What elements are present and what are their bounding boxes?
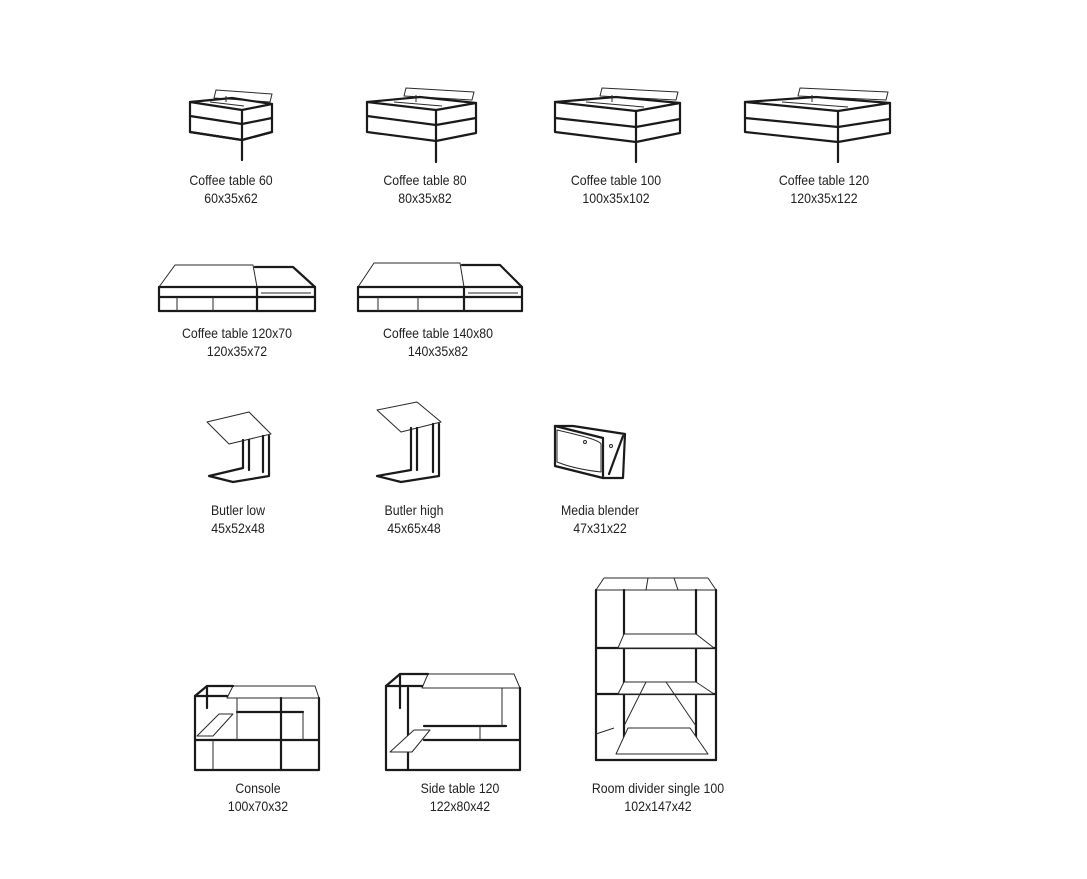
product-dimensions: 120x35x72 <box>206 343 268 359</box>
product-name: Room divider single 100 <box>591 780 725 796</box>
coffee-table-60-drawing <box>186 88 276 163</box>
product-name: Media blender <box>560 502 640 518</box>
room-divider-drawing <box>594 576 720 764</box>
side-table-120-drawing <box>384 672 524 774</box>
product-dimensions: 102x147x42 <box>624 798 692 814</box>
butler-low-drawing <box>205 410 275 484</box>
product-name: Butler low <box>210 502 266 518</box>
console-drawing <box>193 684 323 774</box>
product-dimensions: 47x31x22 <box>573 520 627 536</box>
product-dimensions: 122x80x42 <box>429 798 491 814</box>
coffee-table-140x80-drawing <box>356 261 524 315</box>
product-name: Coffee table 80 <box>383 172 467 188</box>
product-name: Coffee table 120x70 <box>181 325 293 341</box>
product-name: Coffee table 100 <box>570 172 662 188</box>
product-name: Coffee table 120 <box>778 172 870 188</box>
coffee-table-120x70-drawing <box>157 263 317 315</box>
coffee-table-80-drawing <box>364 86 480 164</box>
product-dimensions: 140x35x82 <box>407 343 469 359</box>
product-name: Console <box>235 780 281 796</box>
butler-high-drawing <box>375 400 445 484</box>
product-dimensions: 100x35x102 <box>582 190 650 206</box>
product-dimensions: 60x35x62 <box>204 190 258 206</box>
media-blender-drawing <box>553 424 629 480</box>
product-name: Coffee table 60 <box>189 172 273 188</box>
product-dimensions: 100x70x32 <box>227 798 289 814</box>
product-name: Butler high <box>384 502 444 518</box>
product-dimensions: 120x35x122 <box>790 190 858 206</box>
product-dimensions: 45x52x48 <box>211 520 265 536</box>
product-name: Side table 120 <box>420 780 500 796</box>
product-name: Coffee table 140x80 <box>382 325 494 341</box>
coffee-table-100-drawing <box>552 86 684 164</box>
product-dimensions: 80x35x82 <box>398 190 452 206</box>
product-dimensions: 45x65x48 <box>387 520 441 536</box>
coffee-table-120-drawing <box>742 86 894 164</box>
